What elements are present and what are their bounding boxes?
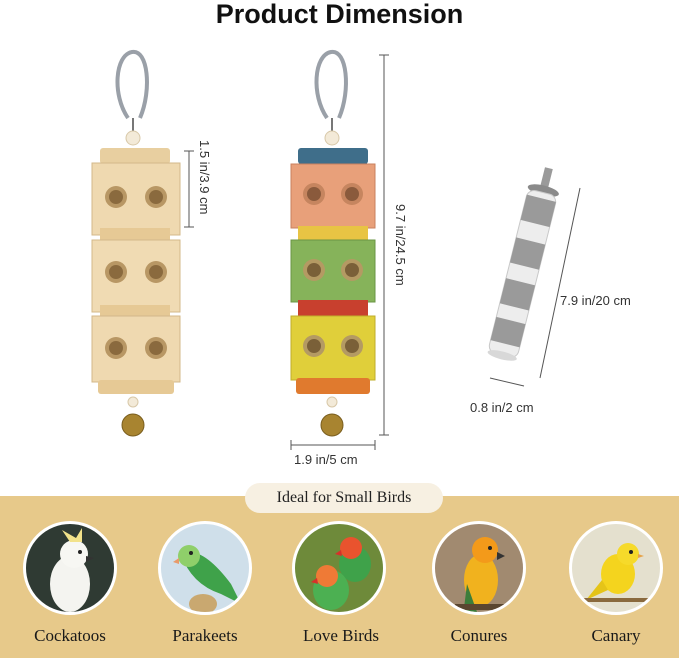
colorful-toy — [290, 49, 389, 450]
parakeet-image — [158, 521, 252, 615]
perch-length-label: 7.9 in/20 cm — [560, 293, 631, 308]
bird-name-cockatoos: Cockatoos — [34, 626, 106, 645]
toy-width-label: 1.9 in/5 cm — [294, 452, 358, 467]
natural-wood-toy — [91, 49, 194, 437]
cube-height-label: 1.5 in/3.9 cm — [197, 140, 212, 215]
perch-diameter-label: 0.8 in/2 cm — [470, 400, 534, 415]
conure-image — [432, 521, 526, 615]
bird-name-parakeets: Parakeets — [172, 626, 238, 645]
canary-image — [569, 521, 663, 615]
ideal-banner: Ideal for Small Birds — [245, 483, 443, 513]
page-title: Product Dimension — [215, 0, 464, 29]
cockatoo-image — [23, 521, 117, 615]
toy-height-label: 9.7 in/24.5 cm — [393, 204, 408, 286]
love-birds-image — [292, 521, 386, 615]
bird-name-love-birds: Love Birds — [302, 626, 380, 645]
perch — [487, 167, 559, 361]
bird-name-canary: Canary — [591, 626, 641, 645]
product-illustrations — [91, 49, 581, 450]
bird-name-conures: Conures — [450, 626, 508, 645]
